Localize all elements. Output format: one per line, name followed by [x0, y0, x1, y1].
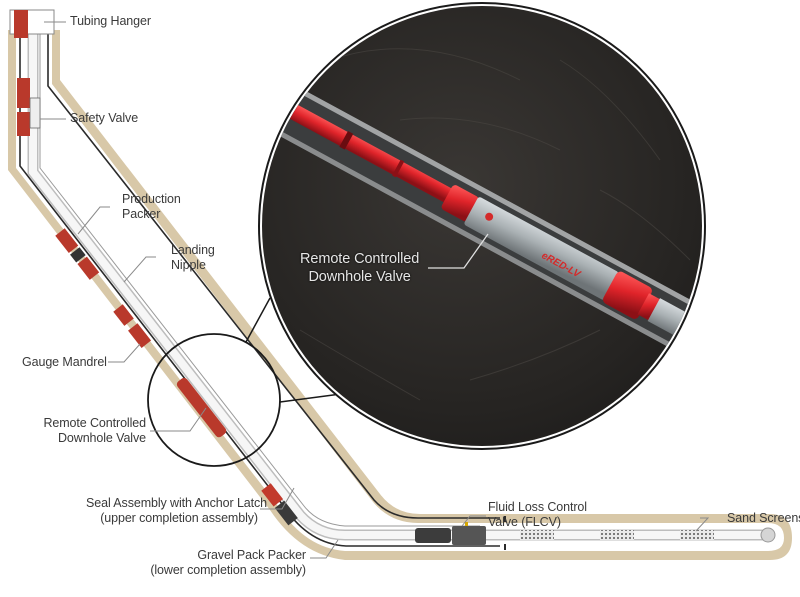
- remote-valve-red: [176, 377, 227, 438]
- wellbore: [8, 14, 792, 560]
- production-packer-dark: [70, 247, 86, 263]
- casing-line-right: [47, 34, 500, 519]
- seal-assembly-dark: [274, 500, 298, 526]
- leader-sand-screens: [695, 517, 710, 532]
- tool-logo: [485, 212, 494, 221]
- safety-valve-body: [29, 97, 41, 129]
- label-line: Downhole Valve: [308, 269, 411, 285]
- control-line: [39, 22, 480, 527]
- label-line: Remote Controlled: [300, 251, 420, 267]
- leader-lines: [40, 21, 710, 559]
- zoom-connector-upper: [245, 297, 271, 343]
- detail-red-end: [603, 271, 652, 319]
- zoom-source-circle: [147, 333, 281, 467]
- detail-red-tubing: [262, 84, 453, 204]
- label-line: Tubing Hanger: [70, 14, 151, 28]
- label-landing-nipple: Landing Nipple: [171, 243, 215, 273]
- label-line: Nipple: [171, 258, 206, 272]
- leader-zoom-callout: [428, 233, 489, 269]
- sand-screen-2: [600, 530, 634, 540]
- leader-gauge-mandrel: [108, 343, 141, 363]
- borehole-interior: [16, 34, 784, 551]
- leader-production-packer: [77, 206, 110, 235]
- rock-texture: [299, 48, 691, 401]
- seal-assembly-red: [261, 483, 284, 507]
- safety-valve-lower: [17, 112, 30, 136]
- label-gauge-mandrel: Gauge Mandrel: [22, 355, 107, 370]
- label-flcv: Fluid Loss Control Valve (FLCV): [488, 500, 587, 530]
- gravel-pack-packer: [415, 528, 451, 543]
- zoom-detail-circle: eRED-LV: [258, 2, 706, 450]
- flcv-body: [452, 526, 486, 545]
- label-line: Packer: [122, 207, 161, 221]
- label-safety-valve: Safety Valve: [70, 111, 138, 126]
- label-seal-assembly: Seal Assembly with Anchor Latch (upper c…: [86, 496, 268, 526]
- label-line: Remote Controlled: [43, 416, 146, 430]
- label-line: Seal Assembly with Anchor Latch: [86, 496, 268, 510]
- label-line: Sand Screens: [727, 511, 800, 525]
- label-zoom-callout: Remote Controlled Downhole Valve: [300, 250, 419, 286]
- production-packer-red-2: [77, 256, 100, 280]
- leader-landing-nipple: [123, 256, 156, 283]
- production-packer-red: [55, 228, 79, 254]
- label-gravel-pack-packer: Gravel Pack Packer (lower completion ass…: [146, 548, 306, 578]
- safety-valve-upper: [17, 78, 30, 108]
- leader-flcv: [461, 515, 486, 527]
- leader-gravel-pack: [310, 539, 339, 559]
- label-line: (lower completion assembly): [150, 563, 306, 577]
- label-line: Landing: [171, 243, 215, 257]
- detail-red-collar: [441, 185, 479, 222]
- label-line: Safety Valve: [70, 111, 139, 125]
- label-line: Fluid Loss Control: [488, 500, 587, 514]
- bull-nose: [760, 527, 776, 543]
- production-tubing-core: [29, 20, 768, 539]
- landing-nipple-red: [113, 304, 134, 326]
- sand-screen-3: [680, 530, 714, 540]
- leader-seal-assembly: [260, 487, 295, 510]
- label-sand-screens: Sand Screens: [727, 511, 800, 526]
- tubing-hanger-red: [14, 10, 28, 38]
- label-line: (upper completion assembly): [100, 511, 258, 525]
- label-line: Gravel Pack Packer: [197, 548, 306, 562]
- label-line: Downhole Valve: [57, 431, 146, 445]
- label-tubing-hanger: Tubing Hanger: [70, 14, 151, 29]
- label-line: Production: [122, 192, 181, 206]
- leader-remote-valve: [150, 407, 207, 432]
- label-line: Valve (FLCV): [488, 515, 561, 529]
- detail-valve-body: [464, 197, 619, 300]
- gauge-mandrel-red: [128, 323, 152, 348]
- label-production-packer: Production Packer: [122, 192, 181, 222]
- sand-screen-1: [520, 530, 554, 540]
- label-remote-valve: Remote Controlled Downhole Valve: [40, 416, 146, 446]
- flcv-mark: [465, 522, 468, 526]
- label-line: Gauge Mandrel: [22, 355, 107, 369]
